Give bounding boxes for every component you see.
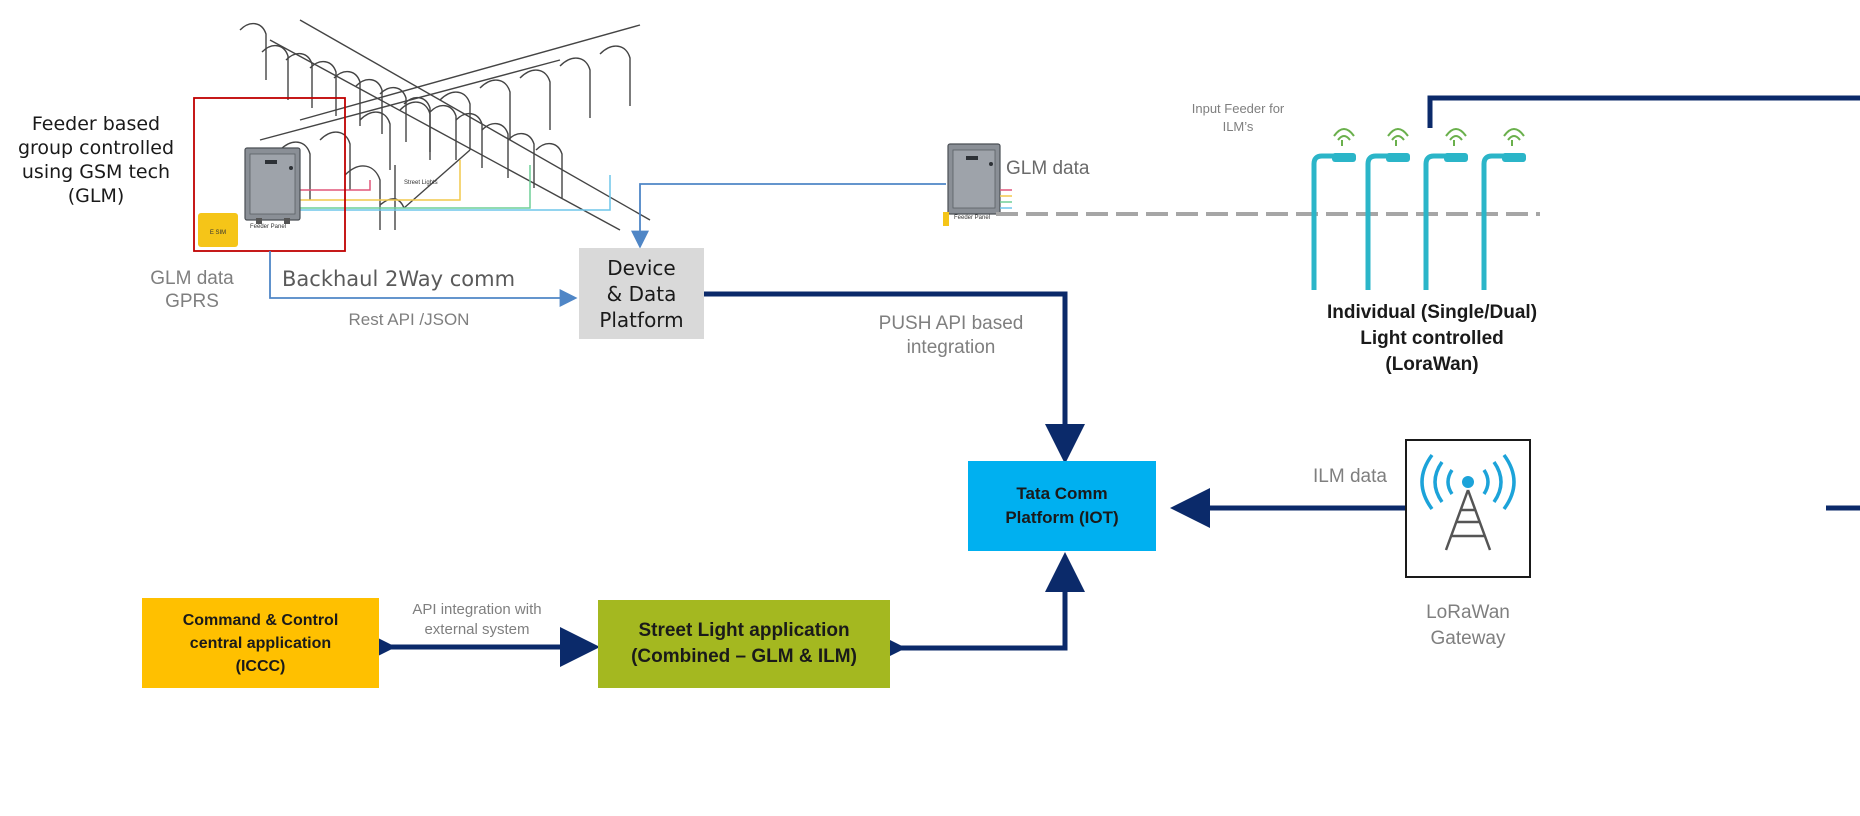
glm-panel-icon bbox=[947, 143, 1001, 215]
input-feeder-label: Input Feeder for ILM’s bbox=[1191, 101, 1285, 134]
tower-icon bbox=[1420, 453, 1516, 551]
street-lights-small-label: Street Lights bbox=[404, 180, 438, 186]
glm-to-device-arrow bbox=[631, 183, 946, 249]
tata-comm-platform-box: Tata Comm Platform (IOT) bbox=[968, 461, 1156, 551]
backhaul-label: Backhaul 2Way comm bbox=[282, 267, 516, 291]
backhaul-arrow bbox=[269, 251, 578, 307]
feeder-group-label: Feeder based group controlled using GSM … bbox=[17, 113, 175, 207]
feeder-panel-icon bbox=[244, 147, 301, 224]
esim-badge bbox=[198, 213, 238, 247]
esim-label: E SIM bbox=[210, 230, 226, 236]
tata-streetapp-connector bbox=[866, 552, 1085, 668]
iccc-box: Command & Control central application (I… bbox=[142, 598, 379, 688]
feeder-panel-small-label: Feeder Panel bbox=[250, 224, 286, 230]
api-integration-label: API integration with external system bbox=[412, 601, 542, 638]
feeder-wires bbox=[290, 160, 611, 211]
street-lights-sketch bbox=[239, 19, 651, 231]
glm-panel-wires bbox=[1000, 189, 1012, 209]
glm-panel-esim bbox=[943, 212, 949, 226]
ilm-input-feeder-line bbox=[1427, 95, 1860, 128]
individual-light-label: Individual (Single/Dual) Light controlle… bbox=[1326, 302, 1538, 375]
device-data-platform-box: Device & Data Platform bbox=[579, 248, 704, 339]
ilm-poles bbox=[1311, 153, 1514, 290]
ilm-radio-icons bbox=[1333, 128, 1525, 146]
lorawan-gateway-label: LoRaWan Gateway bbox=[1426, 602, 1510, 649]
gateway-feeder-line bbox=[1826, 505, 1860, 511]
lorawan-gateway-box bbox=[1405, 439, 1531, 578]
ilm-lamp-heads bbox=[1332, 153, 1526, 162]
rest-api-label: Rest API /JSON bbox=[348, 310, 470, 329]
glm-data-top-label: GLM data bbox=[1006, 158, 1090, 179]
glm-gprs-label: GLM data GPRS bbox=[150, 268, 234, 312]
glm-panel-small-label: Feeder Panel bbox=[954, 215, 990, 221]
push-api-arrow bbox=[704, 291, 1085, 464]
push-api-label: PUSH API based integration bbox=[878, 313, 1024, 358]
street-light-app-box: Street Light application (Combined – GLM… bbox=[598, 600, 890, 688]
ilm-data-label: ILM data bbox=[1313, 466, 1387, 487]
